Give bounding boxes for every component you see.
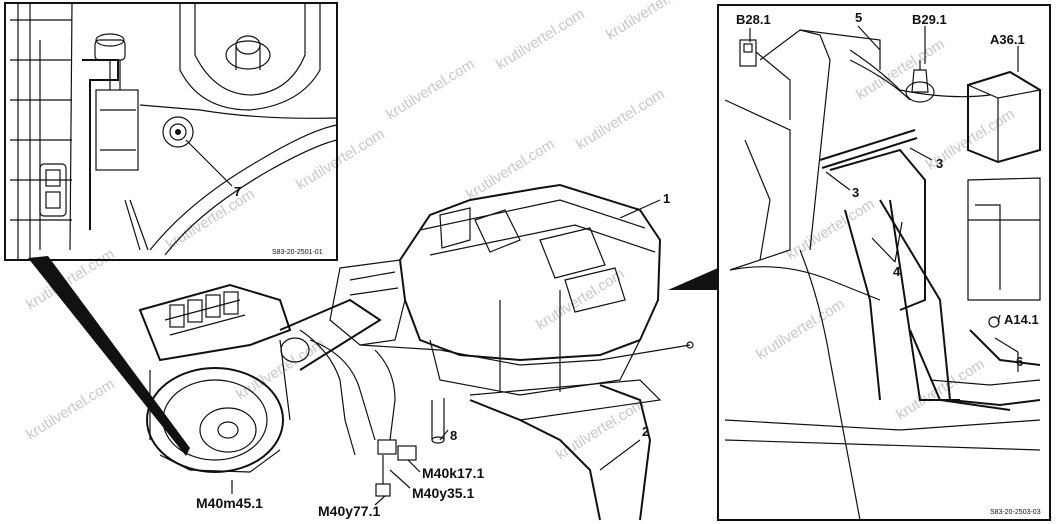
inset-left: 7 S83-20-2501-01 [4, 2, 338, 261]
callout-m40y35: M40y35.1 [412, 485, 474, 501]
callout-b28: B28.1 [736, 12, 771, 27]
callout-8: 8 [450, 428, 457, 443]
callout-b29: B29.1 [912, 12, 947, 27]
callout-1: 1 [663, 191, 670, 206]
watermark: krutilvertel.com [893, 356, 988, 424]
watermark: krutilvertel.com [783, 196, 878, 264]
inset-left-frame [4, 2, 338, 261]
watermark: krutilvertel.com [383, 56, 478, 124]
watermark: krutilvertel.com [163, 186, 258, 254]
watermark: krutilvertel.com [603, 0, 698, 43]
drawing-code-right: S83-20-2503-03 [990, 509, 1041, 516]
watermark: krutilvertel.com [293, 126, 388, 194]
inset-right-pointer [668, 268, 718, 290]
callout-a14: A14.1 [1004, 312, 1039, 327]
callout-2: 2 [642, 424, 649, 439]
callout-3b: 3 [852, 185, 859, 200]
watermark: krutilvertel.com [553, 396, 648, 464]
main-assembly: 1 2 8 M40m45.1 M40k17.1 M40y35.1 M40y77.… [138, 183, 694, 521]
callout-a36: A36.1 [990, 32, 1025, 47]
callout-7: 7 [234, 184, 241, 199]
watermark: krutilvertel.com [23, 376, 118, 444]
watermark: krutilvertel.com [493, 6, 588, 74]
inset-right: B28.1 5 B29.1 A36.1 3 3 4 A14.1 6 S83-20… [717, 4, 1051, 521]
callout-3a: 3 [936, 156, 943, 171]
callout-m40y77: M40y77.1 [318, 503, 380, 519]
callout-6: 6 [1016, 354, 1023, 369]
callout-m40m45: M40m45.1 [196, 495, 263, 511]
drawing-code-left: S83-20-2501-01 [272, 249, 323, 256]
callout-5: 5 [855, 10, 862, 25]
watermark: krutilvertel.com [573, 86, 668, 154]
watermark: krutilvertel.com [753, 296, 848, 364]
callout-4: 4 [893, 264, 901, 279]
callout-m40k17: M40k17.1 [422, 465, 484, 481]
inset-right-frame [717, 4, 1051, 521]
